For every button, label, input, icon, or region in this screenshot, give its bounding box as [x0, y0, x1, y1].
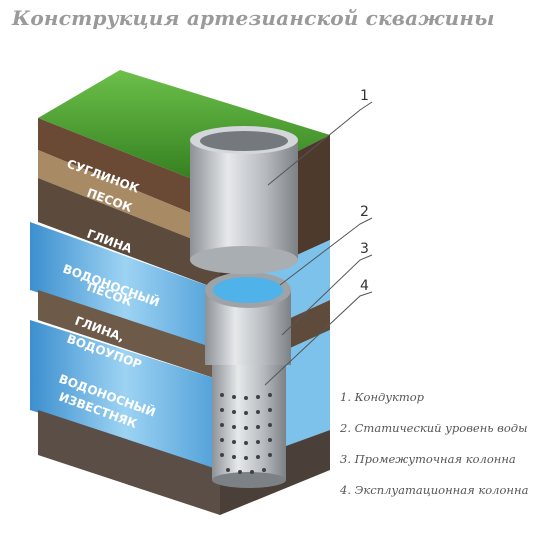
layer-sand — [38, 150, 220, 250]
callout-numbers: 1 2 3 4 — [360, 88, 369, 294]
casing-pipes — [190, 126, 298, 488]
callout-4: 4 — [360, 278, 369, 294]
legend-item-4: 4. Эксплуатационная колонна — [340, 483, 529, 497]
callout-1: 1 — [360, 88, 369, 104]
layer-clay-aquitard — [38, 290, 220, 380]
layer-aquifer-limestone — [30, 320, 220, 470]
layer-bottom-rock — [38, 410, 220, 515]
static-water-level — [213, 277, 283, 303]
layer-clay — [38, 178, 220, 290]
callout-lines — [264, 101, 373, 386]
legend-item-3: 3. Промежуточная колонна — [340, 452, 516, 466]
layer-loam — [38, 118, 220, 225]
callout-3: 3 — [360, 241, 369, 257]
callout-2: 2 — [360, 204, 369, 220]
layer-aquifer-sand — [30, 222, 220, 350]
diagram-title: Конструкция артезианской скважины — [12, 6, 495, 30]
conductor — [190, 140, 298, 260]
legend-item-2: 2. Статический уровень воды — [340, 421, 528, 435]
legend-item-1: 1. Кондуктор — [340, 390, 425, 404]
perforation-holes — [220, 393, 272, 474]
